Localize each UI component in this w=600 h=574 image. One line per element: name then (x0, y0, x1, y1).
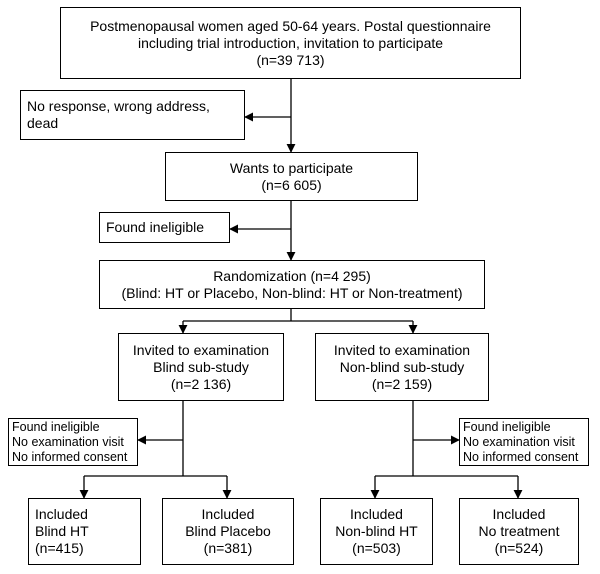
nonblind-substudy-line-1: Invited to examination (333, 341, 471, 358)
no-response-line-2: dead (27, 115, 59, 131)
no-response-line-1: No response, wrong address, (27, 98, 210, 114)
blind-placebo-line-1: Included (201, 506, 255, 522)
blind-ht-box: Included Blind HT (n=415) (28, 498, 141, 565)
randomization-line-1: Randomization (n=4 295) (213, 267, 371, 284)
blind-substudy-line-2: Blind sub-study (153, 358, 249, 375)
nonblind-ht-line-2: Non-blind HT (335, 523, 418, 539)
start-line-3: (n=39 713) (256, 51, 325, 68)
exclusion-right-line-2: No examination visit (463, 434, 575, 449)
blind-ht-line-1: Included (35, 506, 88, 522)
nonblind-ht-line-1: Included (350, 506, 403, 522)
start-line-2: including trial introduction, invitation… (137, 34, 444, 51)
nonblind-substudy-box: Invited to examination Non-blind sub-stu… (315, 333, 489, 401)
blind-substudy-line-3: (n=2 136) (170, 375, 232, 392)
nonblind-substudy-line-2: Non-blind sub-study (339, 358, 465, 375)
ineligible-line-1: Found ineligible (106, 219, 205, 235)
exclusion-right-box: Found ineligible No examination visit No… (459, 418, 589, 466)
blind-placebo-line-3: (n=381) (203, 540, 253, 556)
blind-substudy-line-1: Invited to examination (132, 341, 270, 358)
blind-placebo-line-2: Blind Placebo (185, 523, 271, 539)
no-response-box: No response, wrong address, dead (20, 90, 245, 140)
nonblind-ht-line-3: (n=503) (352, 540, 401, 556)
exclusion-left-line-3: No informed consent (12, 449, 128, 464)
exclusion-left-line-1: Found ineligible (12, 419, 100, 434)
nonblind-ht-box: Included Non-blind HT (n=503) (320, 498, 433, 565)
exclusion-right-line-3: No informed consent (463, 449, 579, 464)
blind-ht-line-2: Blind HT (35, 523, 89, 539)
no-treatment-box: Included No treatment (n=524) (459, 498, 579, 565)
exclusion-left-box: Found ineligible No examination visit No… (8, 418, 138, 466)
no-treatment-line-2: No treatment (478, 523, 560, 539)
wants-line-2: (n=6 605) (261, 176, 322, 193)
randomization-box: Randomization (n=4 295) (Blind: HT or Pl… (99, 260, 485, 309)
start-line-1: Postmenopausal women aged 50-64 years. P… (90, 17, 491, 34)
no-treatment-line-1: Included (492, 506, 546, 522)
wants-box: Wants to participate (n=6 605) (165, 152, 418, 201)
randomization-line-2: (Blind: HT or Placebo, Non-blind: HT or … (121, 284, 463, 301)
start-box: Postmenopausal women aged 50-64 years. P… (60, 7, 521, 79)
blind-substudy-box: Invited to examination Blind sub-study (… (118, 333, 284, 401)
ineligible-box: Found ineligible (99, 212, 230, 243)
blind-placebo-box: Included Blind Placebo (n=381) (162, 498, 294, 565)
exclusion-left-line-2: No examination visit (12, 434, 124, 449)
exclusion-right-line-1: Found ineligible (463, 419, 551, 434)
blind-ht-line-3: (n=415) (35, 540, 84, 556)
nonblind-substudy-line-3: (n=2 159) (371, 375, 433, 392)
wants-line-1: Wants to participate (229, 159, 354, 176)
no-treatment-line-3: (n=524) (494, 540, 544, 556)
